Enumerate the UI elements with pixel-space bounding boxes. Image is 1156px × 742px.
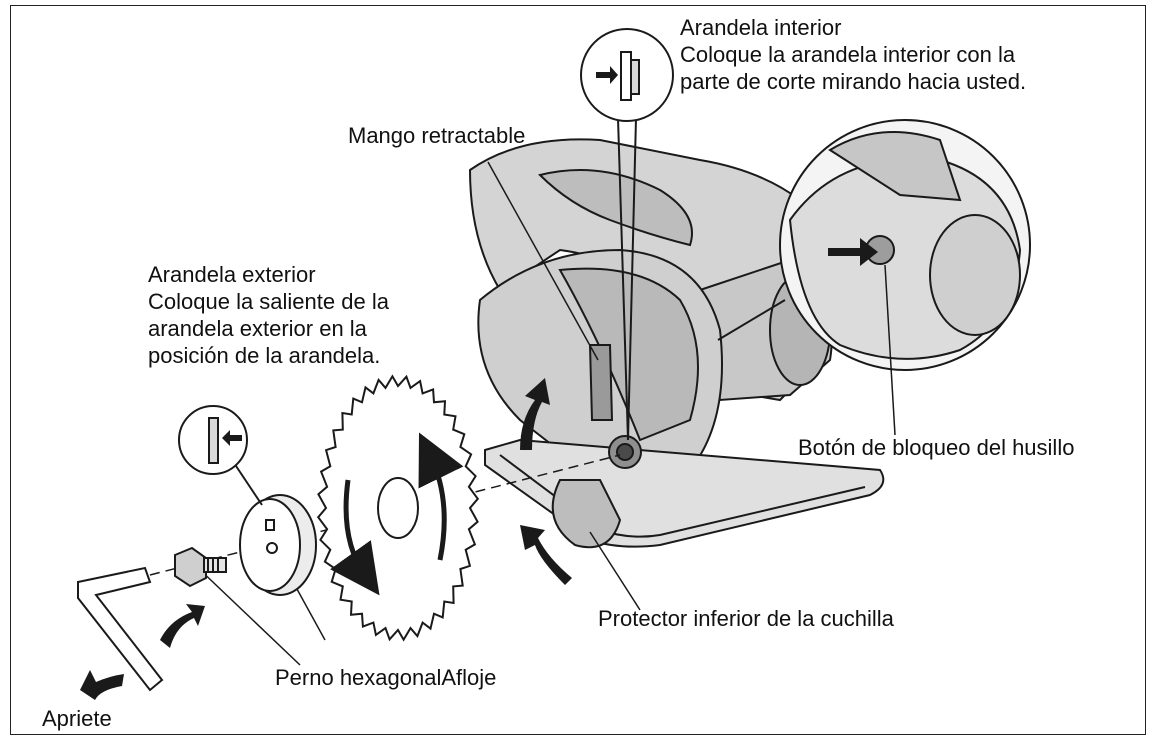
- rotation-arrows: [80, 378, 572, 700]
- inner-washer-detail: [580, 28, 674, 441]
- inner-washer-line1: Coloque la arandela interior con la: [680, 42, 1016, 67]
- arrow-icon: [828, 238, 878, 266]
- arrow-icon: [160, 604, 205, 648]
- arrow-icon: [520, 525, 572, 585]
- outer-washer-icon: [178, 405, 317, 596]
- outer-washer-title: Arandela exterior: [148, 262, 316, 287]
- inner-washer-label: Arandela interior Coloque la arandela in…: [680, 14, 1026, 95]
- spindle-lock-leader: [884, 264, 896, 436]
- arrow-icon: [596, 66, 618, 84]
- saw-blade-icon: [316, 374, 480, 642]
- hex-wrench-icon: [77, 566, 164, 692]
- circular-saw-icon: [468, 138, 885, 549]
- outer-washer-line3: posición de la arandela.: [148, 343, 381, 368]
- spindle-lock-label: Botón de bloqueo del husillo: [798, 435, 1075, 460]
- arrow-icon: [520, 378, 550, 450]
- tighten-label: Apriete: [42, 706, 112, 731]
- outer-washer-label: Arandela exterior Coloque la saliente de…: [148, 261, 389, 369]
- diagram-frame: [10, 5, 1146, 735]
- inner-washer-title: Arandela interior: [680, 15, 842, 40]
- outer-washer-line2: arandela exterior en la: [148, 316, 367, 341]
- inner-washer-line2: parte de corte mirando hacia usted.: [680, 69, 1027, 94]
- spindle-lock-detail: [717, 119, 1031, 371]
- retractable-handle-label: Mango retractable: [348, 123, 526, 148]
- arrow-icon: [222, 430, 242, 446]
- hex-bolt-icon: [174, 546, 227, 588]
- arrow-icon: [80, 670, 124, 700]
- outer-washer-line1: Coloque la saliente de la: [148, 289, 389, 314]
- lower-guard-label: Protector inferior de la cuchilla: [598, 606, 894, 631]
- hex-bolt-label: Perno hexagonalAfloje: [275, 665, 497, 690]
